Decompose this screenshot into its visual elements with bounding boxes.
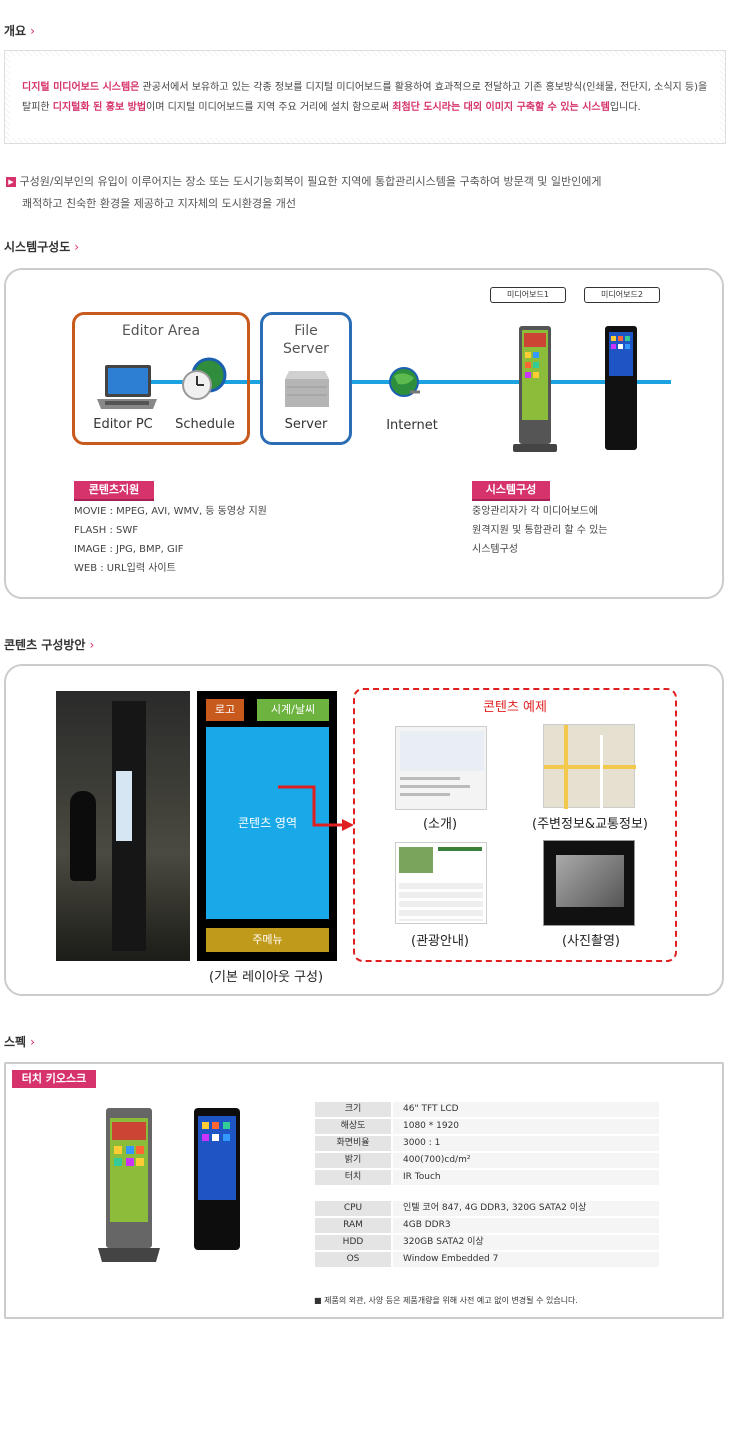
contents-title: 콘텐츠 구성방안› — [4, 638, 95, 652]
red-arrow — [276, 781, 356, 831]
main-menu-box: 주메뉴 — [206, 928, 329, 952]
street-kiosk-photo — [56, 691, 190, 961]
chevron-right-icon: › — [74, 240, 80, 254]
overview-title: 개요› — [4, 24, 35, 38]
content-examples-box: 콘텐츠 예제 (소개) (주변정보&교통정보) (관광안내) (사진촬영) — [353, 688, 677, 962]
map-thumb — [543, 724, 636, 809]
contents-box: 로고 시계/날씨 콘텐츠 영역 주메뉴 (기본 레이아웃 구성) 콘텐츠 예제 … — [4, 664, 724, 996]
kiosk-2-image — [601, 320, 641, 455]
schedule-icon — [179, 355, 227, 403]
overview-text: 디지털 미디어보드 시스템은 관공서에서 보유하고 있는 각종 정보를 디지털 … — [10, 56, 720, 138]
kiosk-1-image — [511, 320, 559, 455]
editor-area-box: Editor Area Editor PC Schedule — [72, 312, 250, 445]
logo-box: 로고 — [206, 699, 244, 721]
photo-thumb — [543, 840, 635, 926]
kiosk-front-image — [94, 1104, 164, 1264]
file-server-box: File Server Server — [260, 312, 352, 445]
chevron-right-icon: › — [30, 1035, 35, 1049]
tourism-thumb — [395, 842, 487, 924]
spec-title: 스펙› — [4, 1035, 35, 1049]
chevron-right-icon: › — [89, 638, 95, 652]
laptop-icon — [95, 363, 159, 413]
bullet-icon: ▶ — [6, 177, 16, 187]
spec-badge: 터치 키오스크 — [12, 1070, 96, 1088]
system-config-list: 중앙관리자가 각 미디어보드에 원격지원 및 통합관리 할 수 있는 시스템구성 — [472, 506, 608, 555]
clock-weather-box: 시계/날씨 — [257, 699, 329, 721]
content-area-box: 콘텐츠 영역 — [206, 727, 329, 919]
internet-globe-icon — [388, 366, 422, 400]
chevron-right-icon: › — [30, 24, 35, 38]
spec-note: ■ 제품의 외관, 사양 등은 제품개량을 위해 사전 예고 없이 변경될 수 … — [314, 1296, 578, 1305]
kiosk-slim-image — [190, 1104, 246, 1254]
system-diagram-box: Editor Area Editor PC Schedule File — [4, 268, 724, 599]
server-icon — [283, 367, 331, 409]
intro-text: ▶ 구성원/외부인의 유입이 이루어지는 장소 또는 도시기능회복이 필요한 지… — [6, 171, 726, 215]
contents-support-list: MOVIE : MPEG, AVI, WMV, 등 동영상 지원 FLASH :… — [74, 506, 267, 574]
overview-box: 디지털 미디어보드 시스템은 관공서에서 보유하고 있는 각종 정보를 디지털 … — [4, 50, 726, 144]
intro-thumb — [395, 726, 487, 810]
layout-caption: (기본 레이아웃 구성) — [208, 970, 324, 985]
system-title: 시스템구성도› — [4, 240, 80, 254]
